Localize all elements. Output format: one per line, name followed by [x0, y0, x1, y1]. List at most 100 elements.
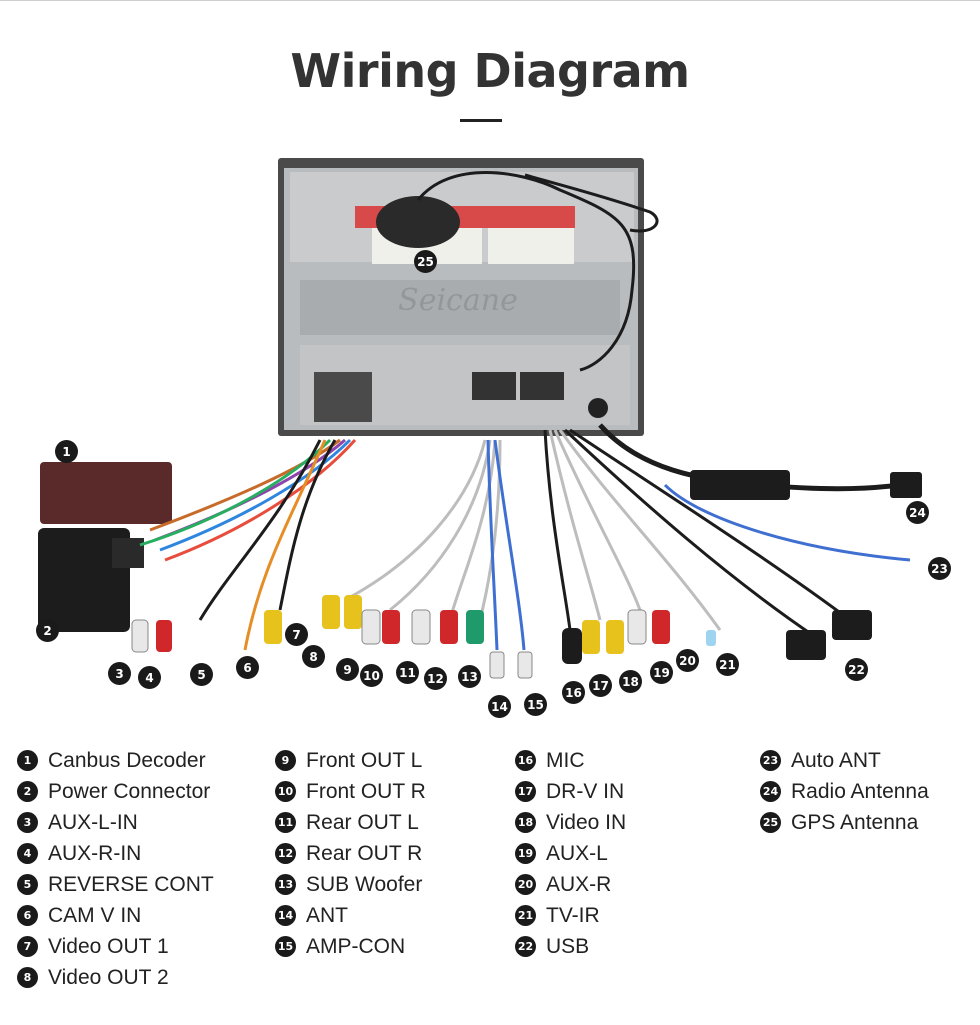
callout-badge: 16 [562, 681, 585, 704]
legend-label: SUB Woofer [306, 872, 423, 896]
legend-item: 12 Rear OUT R [275, 838, 426, 869]
legend-number: 15 [275, 936, 296, 957]
legend-label: TV-IR [546, 903, 600, 927]
legend-number: 1 [17, 750, 38, 771]
usb-plug-a [786, 630, 826, 660]
callout-badge: 5 [190, 663, 213, 686]
legend-label: Canbus Decoder [48, 748, 206, 772]
callout-badge: 8 [302, 645, 325, 668]
legend-item: 22 USB [515, 931, 626, 962]
legend-number: 24 [760, 781, 781, 802]
callout-badge: 10 [360, 664, 383, 687]
legend-item: 16 MIC [515, 745, 626, 776]
harness-wires [139, 423, 911, 651]
legend-label: Front OUT R [306, 779, 426, 803]
rca-connectors [131, 595, 872, 679]
callout-badge: 21 [716, 653, 739, 676]
legend-label: MIC [546, 748, 585, 772]
usb-socket [520, 372, 564, 400]
callout-badge: 23 [928, 557, 951, 580]
legend-item: 4 AUX-R-IN [17, 838, 214, 869]
legend-number: 9 [275, 750, 296, 771]
legend-item: 20 AUX-R [515, 869, 626, 900]
legend-number: 4 [17, 843, 38, 864]
legend-label: AUX-R [546, 872, 612, 896]
legend-number: 16 [515, 750, 536, 771]
callout-badge: 20 [676, 649, 699, 672]
legend-column-1: 1 Canbus Decoder 2 Power Connector 3 AUX-L-… [17, 745, 214, 993]
callout-badge: 3 [108, 662, 131, 685]
legend-item: 3 AUX-L-IN [17, 807, 214, 838]
legend-number: 14 [275, 905, 296, 926]
legend-label: Power Connector [48, 779, 211, 803]
usb-plug-b [832, 610, 872, 640]
callout-badge: 1 [55, 440, 78, 463]
legend-number: 19 [515, 843, 536, 864]
legend-item: 13 SUB Woofer [275, 869, 426, 900]
legend-label: AUX-L-IN [48, 810, 138, 834]
unit-sticker-right [488, 228, 574, 264]
canbus-decoder [40, 462, 172, 524]
legend-number: 2 [17, 781, 38, 802]
legend-label: AUX-R-IN [48, 841, 142, 865]
legend-label: Video OUT 2 [48, 965, 169, 989]
legend-number: 22 [515, 936, 536, 957]
title-underline [460, 119, 502, 122]
av-socket [472, 372, 516, 400]
legend-label: Rear OUT L [306, 810, 419, 834]
legend-label: Rear OUT R [306, 841, 423, 865]
callout-badge: 9 [336, 658, 359, 681]
legend-number: 5 [17, 874, 38, 895]
gps-antenna [376, 171, 659, 372]
legend-number: 21 [515, 905, 536, 926]
legend-number: 17 [515, 781, 536, 802]
legend-item: 19 AUX-L [515, 838, 626, 869]
main-harness-socket [314, 372, 372, 422]
legend-label: Auto ANT [791, 748, 881, 772]
legend-label: AUX-L [546, 841, 608, 865]
callout-badge: 12 [424, 667, 447, 690]
antenna-socket [588, 398, 608, 418]
callout-badge: 7 [285, 623, 308, 646]
wiring-diagram-svg: Seicane [38, 158, 922, 679]
legend-number: 25 [760, 812, 781, 833]
auto-antenna-box [690, 470, 922, 500]
legend-number: 3 [17, 812, 38, 833]
callout-badge: 11 [396, 661, 419, 684]
legend-item: 2 Power Connector [17, 776, 214, 807]
legend-label: USB [546, 934, 590, 958]
legend-number: 20 [515, 874, 536, 895]
callout-badge: 6 [236, 656, 259, 679]
legend-item: 15 AMP-CON [275, 931, 426, 962]
legend-number: 6 [17, 905, 38, 926]
legend-number: 8 [17, 967, 38, 988]
legend-item: 11 Rear OUT L [275, 807, 426, 838]
wiring-diagram: Seicane [0, 140, 980, 730]
top-divider [0, 0, 980, 1]
legend-label: AMP-CON [306, 934, 406, 958]
callout-badge: 18 [619, 670, 642, 693]
callout-badge: 4 [138, 666, 161, 689]
callout-badge: 19 [650, 661, 673, 684]
legend-label: DR-V IN [546, 779, 625, 803]
callout-badge: 25 [414, 250, 437, 273]
callout-badge: 15 [524, 693, 547, 716]
legend-item: 17 DR-V IN [515, 776, 626, 807]
legend-number: 11 [275, 812, 296, 833]
legend-label: REVERSE CONT [48, 872, 214, 896]
legend-item: 1 Canbus Decoder [17, 745, 214, 776]
legend-number: 12 [275, 843, 296, 864]
callout-badge: 22 [845, 658, 868, 681]
legend-number: 13 [275, 874, 296, 895]
head-unit: Seicane [278, 158, 644, 436]
watermark: Seicane [398, 283, 518, 318]
